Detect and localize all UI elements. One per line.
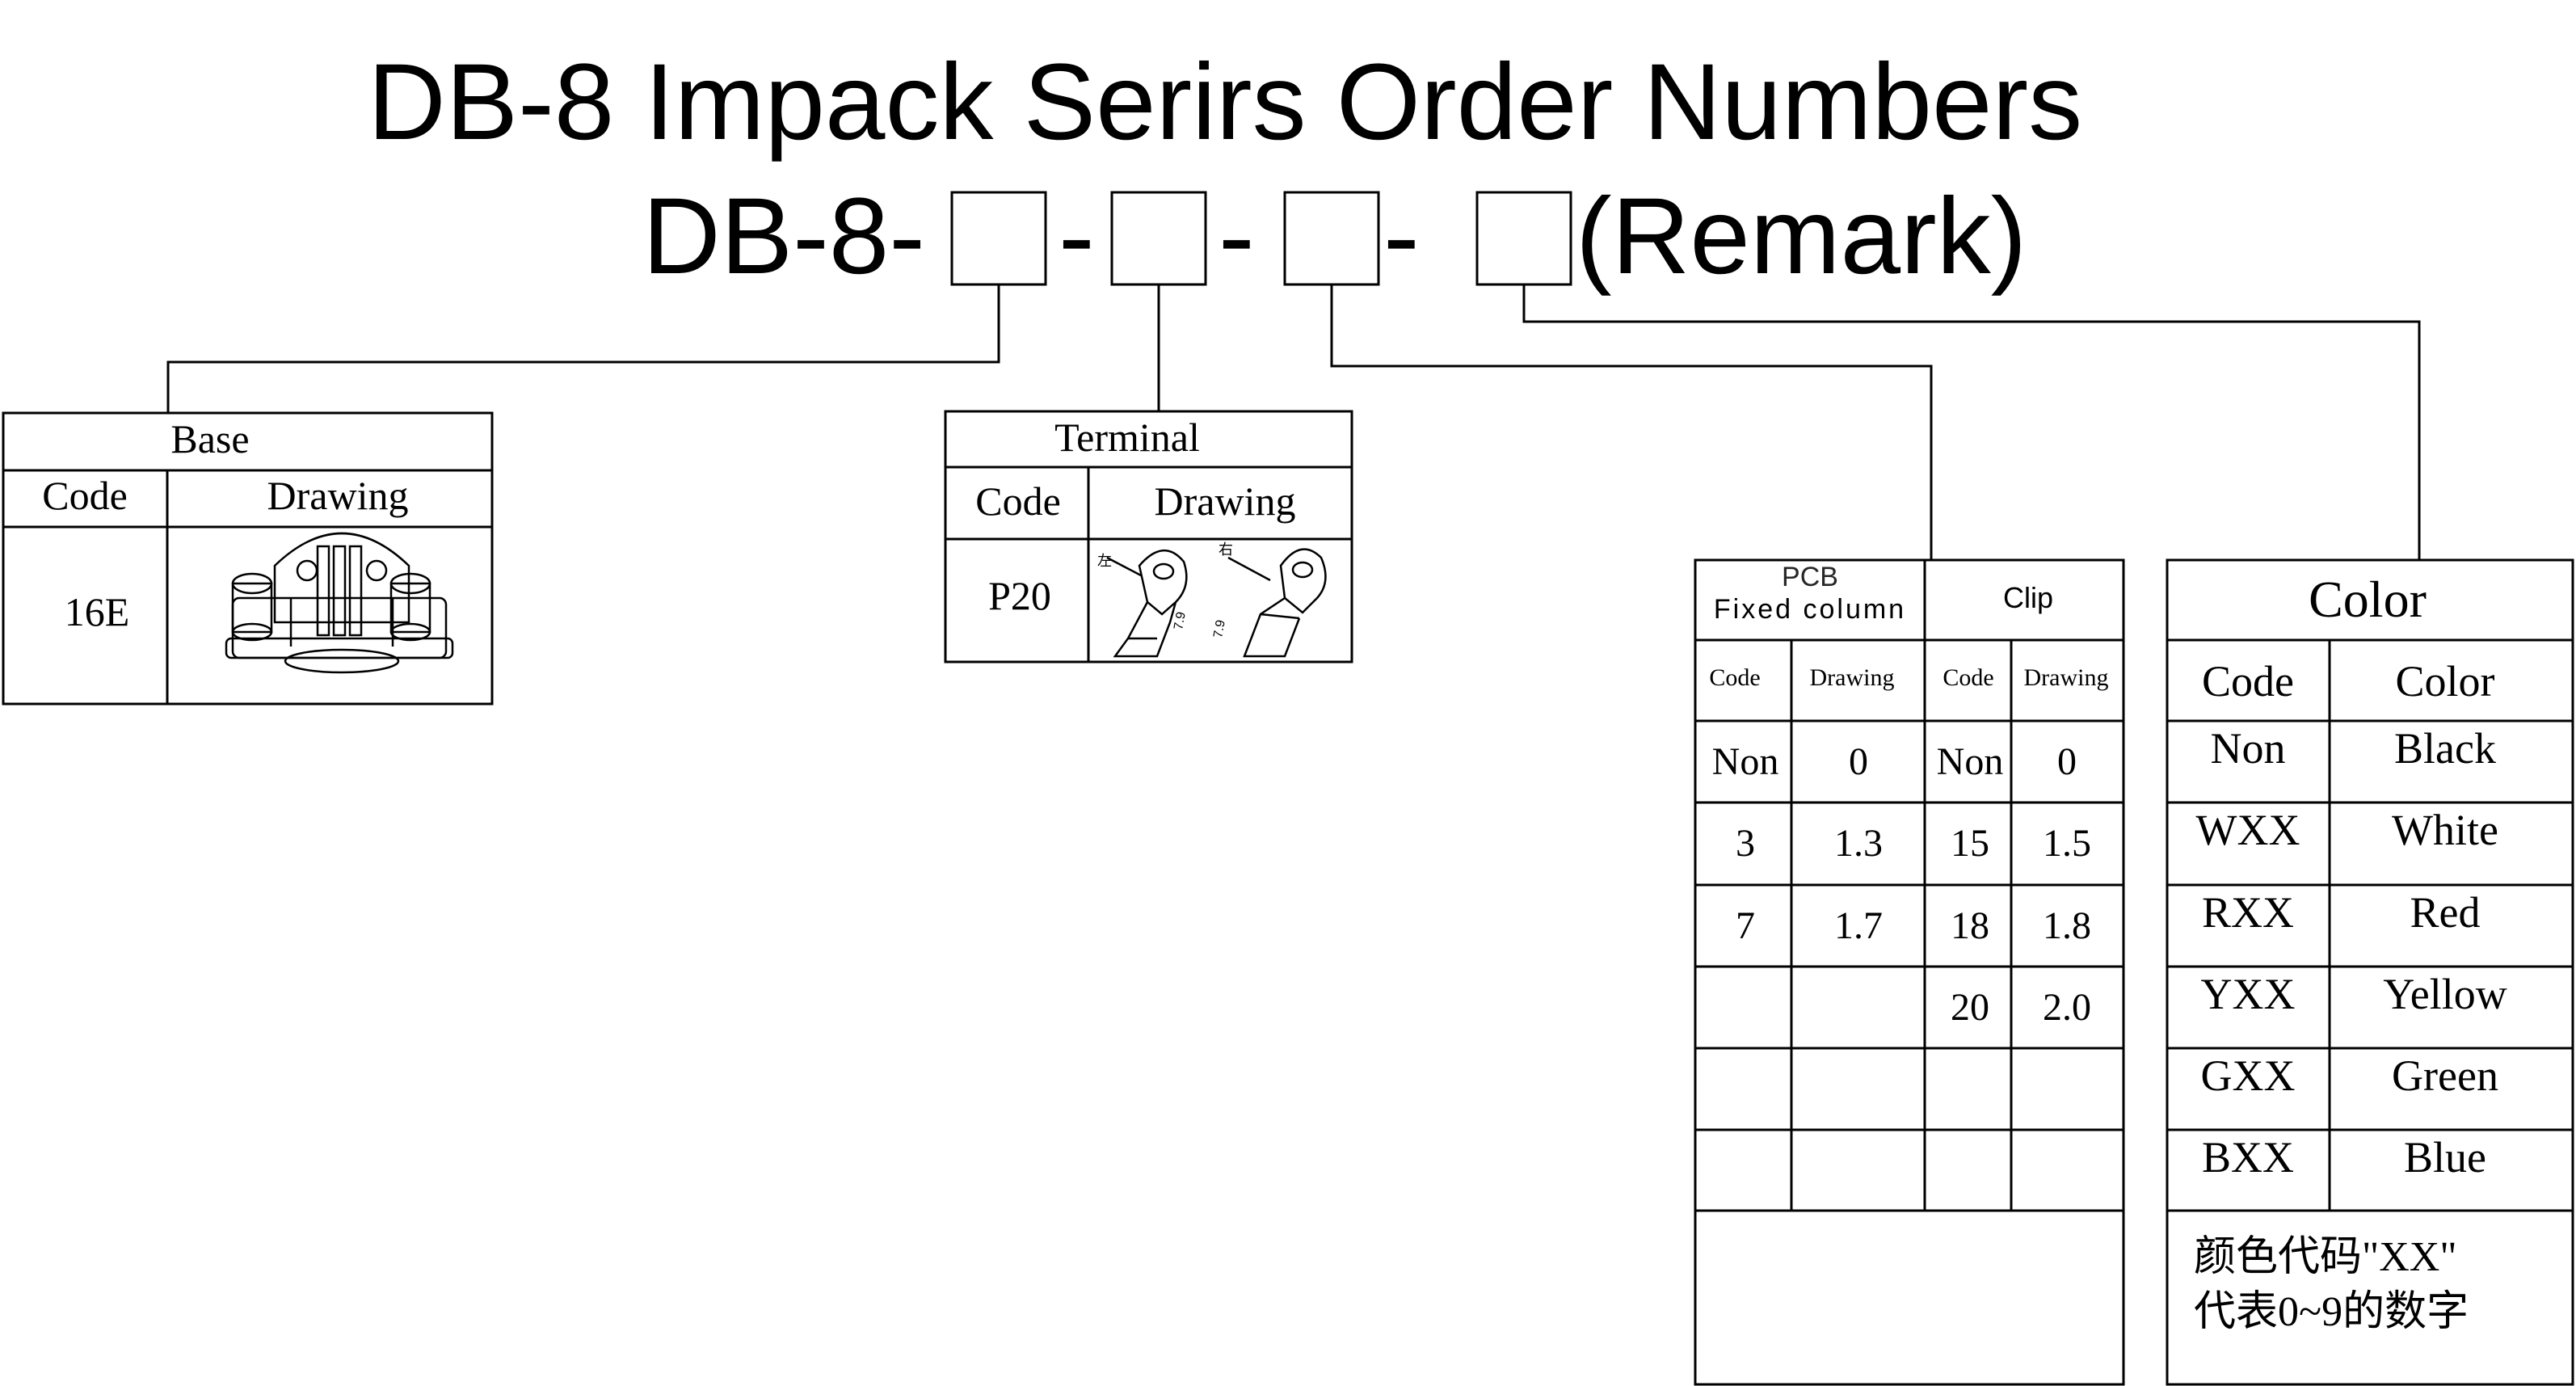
color-code-cell: Non — [2211, 724, 2286, 773]
terminal-table: Terminal Code Drawing P20 左 右 7.9 7.9 — [944, 410, 1353, 664]
base-drawing — [225, 532, 454, 674]
pcb-drawing-cell: 1.3 — [1834, 822, 1883, 865]
pcb-header-1: PCB — [1782, 562, 1838, 592]
slot-base — [950, 191, 1047, 286]
terminal-dim-right: 7.9 — [1211, 619, 1228, 639]
clip-code-cell: 18 — [1951, 904, 1989, 947]
order-code: DB-8- - - - (Remark) — [642, 176, 2027, 297]
terminal-code-value: P20 — [988, 573, 1051, 618]
terminal-col-drawing: Drawing — [1155, 478, 1296, 524]
color-name-cell: Yellow — [2383, 970, 2507, 1018]
color-code-cell: YXX — [2201, 970, 2296, 1018]
pcb-drawing-cell: 0 — [1849, 740, 1868, 783]
pcb-col-code: Code — [1709, 664, 1760, 691]
terminal-drawing — [1106, 548, 1327, 658]
pcb-code-cell: Non — [1712, 740, 1779, 783]
clip-col-code: Code — [1943, 664, 1993, 691]
color-code-cell: BXX — [2202, 1133, 2294, 1182]
color-header: Color — [2309, 571, 2427, 628]
color-note-1: 颜色代码"XX" — [2194, 1234, 2457, 1280]
base-col-drawing: Drawing — [267, 473, 409, 518]
color-name-cell: Blue — [2404, 1133, 2486, 1182]
order-code-sep-3: - — [1383, 176, 1420, 297]
base-table: Base Code Drawing 16E — [2, 411, 494, 706]
slot-color — [1475, 191, 1572, 286]
order-code-sep-1: - — [1059, 176, 1095, 297]
clip-code-cell: 15 — [1951, 822, 1989, 865]
base-code-value: 16E — [65, 589, 130, 634]
base-col-code: Code — [42, 473, 128, 518]
color-name-cell: White — [2392, 806, 2498, 854]
clip-code-cell: Non — [1937, 740, 2004, 783]
diagram-title: DB-8 Impack Serirs Order Numbers — [368, 42, 2082, 162]
pcb-col-drawing: Drawing — [1810, 664, 1895, 691]
connector-pcb-clip — [1330, 284, 1933, 560]
base-header: Base — [170, 416, 249, 461]
order-code-sep-2: - — [1219, 176, 1255, 297]
color-code-cell: GXX — [2201, 1051, 2296, 1100]
pcb-clip-rows: Non 0 Non 0 3 1.3 15 1.5 7 1.7 18 1.8 20 2.0 — [1712, 740, 2091, 1029]
connector-lines — [166, 284, 2421, 560]
clip-col-drawing: Drawing — [2024, 664, 2109, 691]
color-name-cell: Red — [2410, 888, 2481, 937]
connector-base — [166, 284, 1000, 413]
order-code-remark: (Remark) — [1576, 176, 2027, 297]
color-code-cell: WXX — [2196, 806, 2300, 854]
clip-drawing-cell: 1.5 — [2043, 822, 2091, 865]
clip-code-cell: 20 — [1951, 986, 1989, 1029]
color-name-cell: Black — [2394, 724, 2496, 773]
color-note-2: 代表0~9的数字 — [2194, 1289, 2469, 1335]
clip-header: Clip — [2003, 581, 2053, 614]
terminal-label-right: 右 — [1219, 541, 1233, 558]
color-col-color: Color — [2395, 657, 2494, 706]
pcb-header-2: Fixed column — [1714, 594, 1906, 625]
order-code-prefix: DB-8- — [642, 176, 925, 297]
terminal-label-left: 左 — [1097, 553, 1112, 569]
pcb-code-cell: 7 — [1736, 904, 1755, 947]
color-code-cell: RXX — [2202, 888, 2294, 937]
pcb-drawing-cell: 1.7 — [1834, 904, 1883, 947]
slot-terminal — [1110, 191, 1207, 286]
clip-drawing-cell: 2.0 — [2043, 986, 2091, 1029]
clip-drawing-cell: 0 — [2057, 740, 2077, 783]
pcb-clip-table: PCB Fixed column Clip Code Drawing Code … — [1694, 558, 2125, 1386]
pcb-code-cell: 3 — [1736, 822, 1755, 865]
clip-drawing-cell: 1.8 — [2043, 904, 2091, 947]
connector-color — [1522, 284, 2421, 560]
terminal-col-code: Code — [975, 478, 1061, 524]
color-col-code: Code — [2202, 657, 2294, 706]
terminal-header: Terminal — [1054, 415, 1200, 460]
terminal-dim-left: 7.9 — [1172, 611, 1189, 631]
color-name-cell: Green — [2392, 1051, 2498, 1100]
slot-pcb-clip — [1283, 191, 1380, 286]
